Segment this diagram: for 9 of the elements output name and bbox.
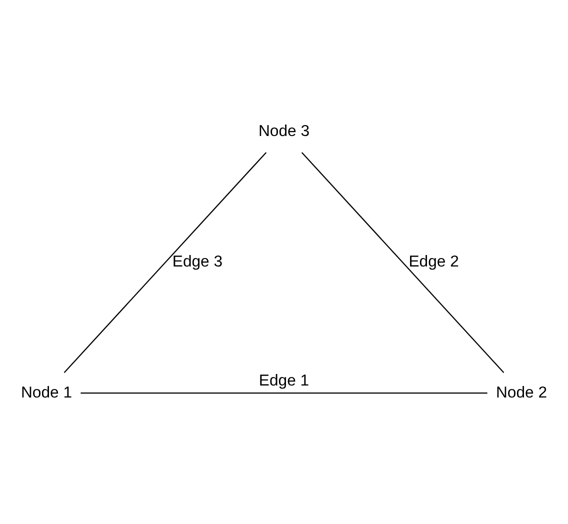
connector <box>80 392 488 394</box>
node-text: Node 1 <box>20 384 72 401</box>
connector <box>301 152 504 373</box>
edge-label: Edge 1 <box>258 372 310 389</box>
node-text: Node 3 <box>258 122 310 140</box>
node-text: Node 2 <box>496 384 548 401</box>
connector <box>64 152 267 373</box>
edge-label: Edge 3 <box>172 253 223 270</box>
edge-label: Edge 2 <box>408 253 459 270</box>
